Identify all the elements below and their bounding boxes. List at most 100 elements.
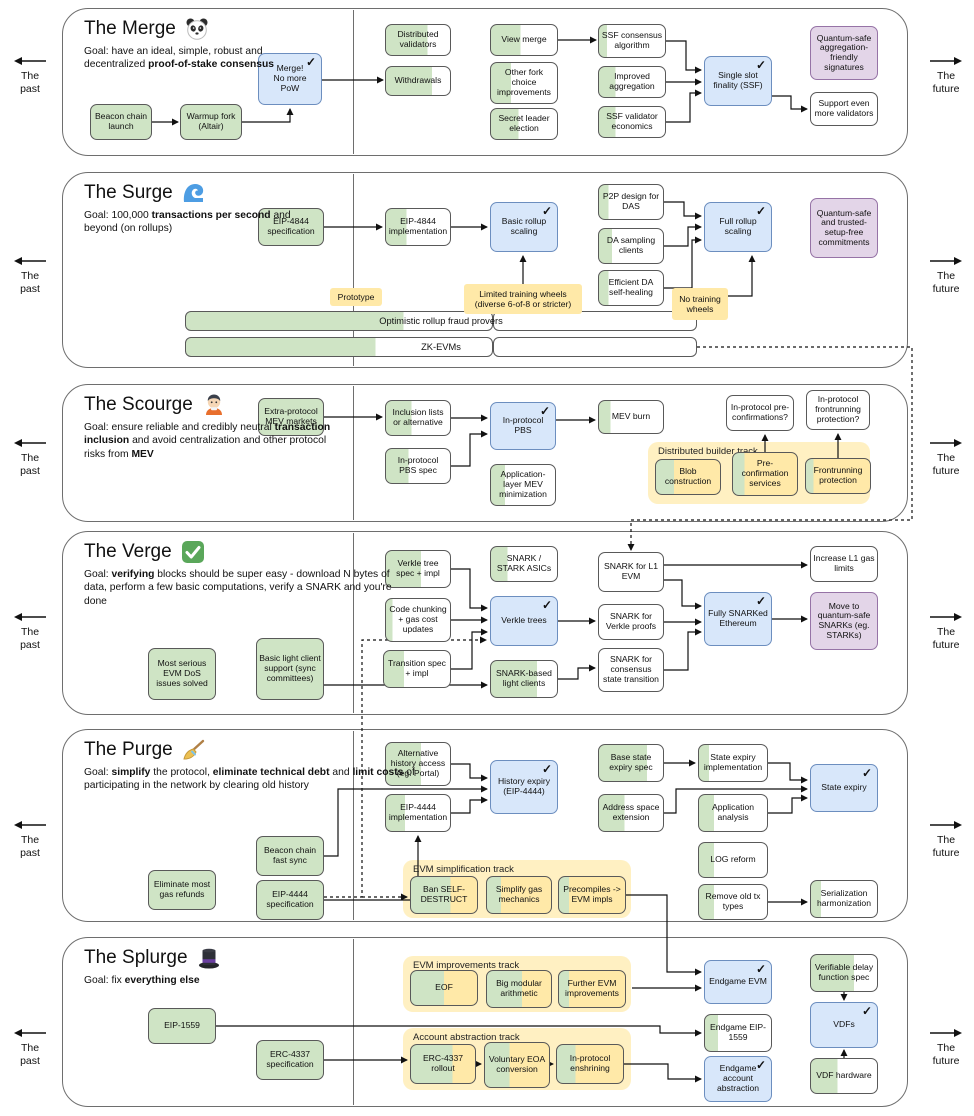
connector	[216, 1025, 702, 1037]
node-address-space-extension: Address space extension	[598, 794, 664, 832]
node-in-protocol-pbs: In-protocol PBS✓	[490, 402, 556, 450]
node-in-protocol-enshrining: In-protocol enshrining	[556, 1044, 624, 1084]
past-label-text: The	[20, 1042, 40, 1055]
future-label-text: future	[932, 83, 960, 96]
node-basic-light-client-support: Basic light client support (sync committ…	[256, 638, 324, 700]
arrow-right-icon	[930, 613, 962, 621]
section-title-merge: The Merge	[84, 17, 209, 41]
node-in-protocol-pbs-spec: In-protocol PBS spec	[385, 448, 451, 484]
connector	[666, 40, 702, 74]
goal-text-segment: MEV	[131, 448, 154, 460]
node-label: Quantum-safe and trusted-setup-free comm…	[816, 207, 872, 247]
goal-text-segment: Goal: have an ideal, simple, robust and …	[84, 46, 263, 71]
node-label: Warmup fork (Altair)	[186, 111, 236, 131]
node-label: Verifiable delay function spec	[814, 962, 874, 982]
check-icon	[181, 540, 205, 564]
label-no-training-wheels-text: No training wheels	[679, 293, 721, 314]
goal-text-segment: of participating in the network by clear…	[84, 767, 415, 792]
node-label: P2P design for DAS	[602, 191, 660, 211]
track-account-abstraction-label: Account abstraction track	[413, 1032, 520, 1043]
connector	[772, 95, 808, 113]
broom-icon	[182, 738, 206, 762]
node-ssf-validator-economics: SSF validator economics	[598, 106, 666, 138]
connector	[664, 201, 702, 220]
node-extra-protocol-mev-markets: Extra-protocol MEV markets	[258, 398, 324, 436]
node-vdfs: VDFs✓	[810, 1002, 878, 1048]
node-remove-old-tx-types: Remove old tx types	[698, 884, 768, 920]
node-eliminate-most-gas-refunds: Eliminate most gas refunds	[148, 870, 216, 910]
future-label-text: The	[936, 1042, 956, 1055]
past-label-text: The	[20, 70, 40, 83]
section-goal-verge: Goal: verifying blocks should be super e…	[84, 568, 414, 608]
node-application-analysis: Application analysis	[698, 794, 768, 832]
bar-zk-evms-segment-2	[493, 337, 697, 357]
arrow-left-icon	[14, 257, 46, 265]
node-in-protocol-frontrunning-protection: In-protocol frontrunning protection?	[806, 390, 870, 430]
section-goal-surge: Goal: 100,000 transactions per second an…	[84, 209, 312, 236]
node-label: Beacon chain launch	[94, 111, 148, 131]
connector	[626, 894, 702, 976]
goal-text-segment: and avoid centralization and other proto…	[84, 435, 327, 460]
arrow-left-icon	[14, 1029, 46, 1037]
node-full-rollup-scaling: Full rollup scaling✓	[704, 202, 772, 252]
goal-text-segment: limit costs	[352, 767, 404, 778]
goal-text-segment: Goal: fix	[84, 975, 125, 986]
bar-zk-evms-segment-1	[185, 337, 493, 357]
node-label: In-protocol pre-confirmations?	[730, 402, 790, 422]
node-label: EOF	[435, 982, 453, 993]
arrow-right-icon	[930, 821, 962, 829]
bar-optimistic-rollup-fraud-provers-segment-1	[185, 311, 493, 331]
section-goal-splurge: Goal: fix everything else	[84, 974, 294, 987]
node-label: SNARK-based light clients	[496, 668, 552, 688]
label-limited-training-wheels: Limited training wheels (diverse 6-of-8 …	[464, 284, 582, 314]
node-quantum-safe-signatures: Quantum-safe aggregation-friendly signat…	[810, 26, 878, 80]
future-label-text: future	[932, 639, 960, 652]
arrow-left-icon	[14, 57, 46, 65]
node-label: Other fork choice improvements	[497, 67, 551, 97]
node-state-expiry-implementation: State expiry implementation	[698, 744, 768, 782]
node-label: SNARK for Verkle proofs	[605, 611, 657, 631]
node-label: Withdrawals	[394, 75, 442, 86]
future-label-text: future	[932, 1055, 960, 1068]
node-label: In-protocol PBS spec	[397, 455, 439, 475]
node-eip-4444-implementation-purge: EIP-4444 implementation	[385, 794, 451, 832]
node-label: Endgame EVM	[709, 976, 767, 987]
node-label: Support even more validators	[814, 98, 874, 118]
node-label: EIP-4844 specification	[267, 216, 315, 236]
node-quantum-safe-commitments: Quantum-safe and trusted-setup-free comm…	[810, 198, 878, 258]
node-label: Basic light client support (sync committ…	[259, 653, 321, 683]
section-goal-scourge: Goal: ensure reliable and credibly neutr…	[84, 421, 336, 461]
node-label: In-protocol PBS	[502, 415, 544, 435]
node-efficient-da-self-healing: Efficient DA self-healing	[598, 270, 664, 306]
node-erc-4337-rollout: ERC-4337 rollout	[410, 1044, 476, 1084]
track-evm-improvements-label: EVM improvements track	[413, 960, 520, 971]
section-divider-scourge	[353, 386, 355, 520]
past-label-text: past	[20, 847, 40, 860]
checkmark-icon: ✓	[755, 594, 766, 608]
connector	[666, 89, 702, 123]
node-distributed-validators: Distributed validators	[385, 24, 451, 56]
past-label-text: The	[20, 452, 40, 465]
past-label-text: past	[20, 639, 40, 652]
node-label: Full rollup scaling	[719, 216, 757, 236]
section-title-text: The Splurge	[84, 947, 188, 968]
node-label: Alternative history access (eg. Portal)	[390, 748, 446, 778]
node-label: ERC-4337 rollout	[422, 1053, 464, 1073]
node-precompiles-evm-impls: Precompiles -> EVM impls	[558, 876, 626, 914]
node-eip-4444-specification-purge: EIP-4444 specification	[256, 880, 324, 920]
node-label: State expiry	[821, 782, 867, 793]
connector	[242, 108, 294, 123]
node-secret-leader-election: Secret leader election	[490, 108, 558, 140]
vampire-icon	[202, 393, 226, 417]
node-label: SNARK / STARK ASICs	[496, 553, 552, 573]
node-label: Remove old tx types	[705, 891, 761, 911]
node-warmup-fork-altair: Warmup fork (Altair)	[180, 104, 242, 140]
node-state-expiry: State expiry✓	[810, 764, 878, 812]
node-label: EIP-4444 implementation	[388, 802, 448, 822]
section-divider-surge	[353, 174, 355, 366]
